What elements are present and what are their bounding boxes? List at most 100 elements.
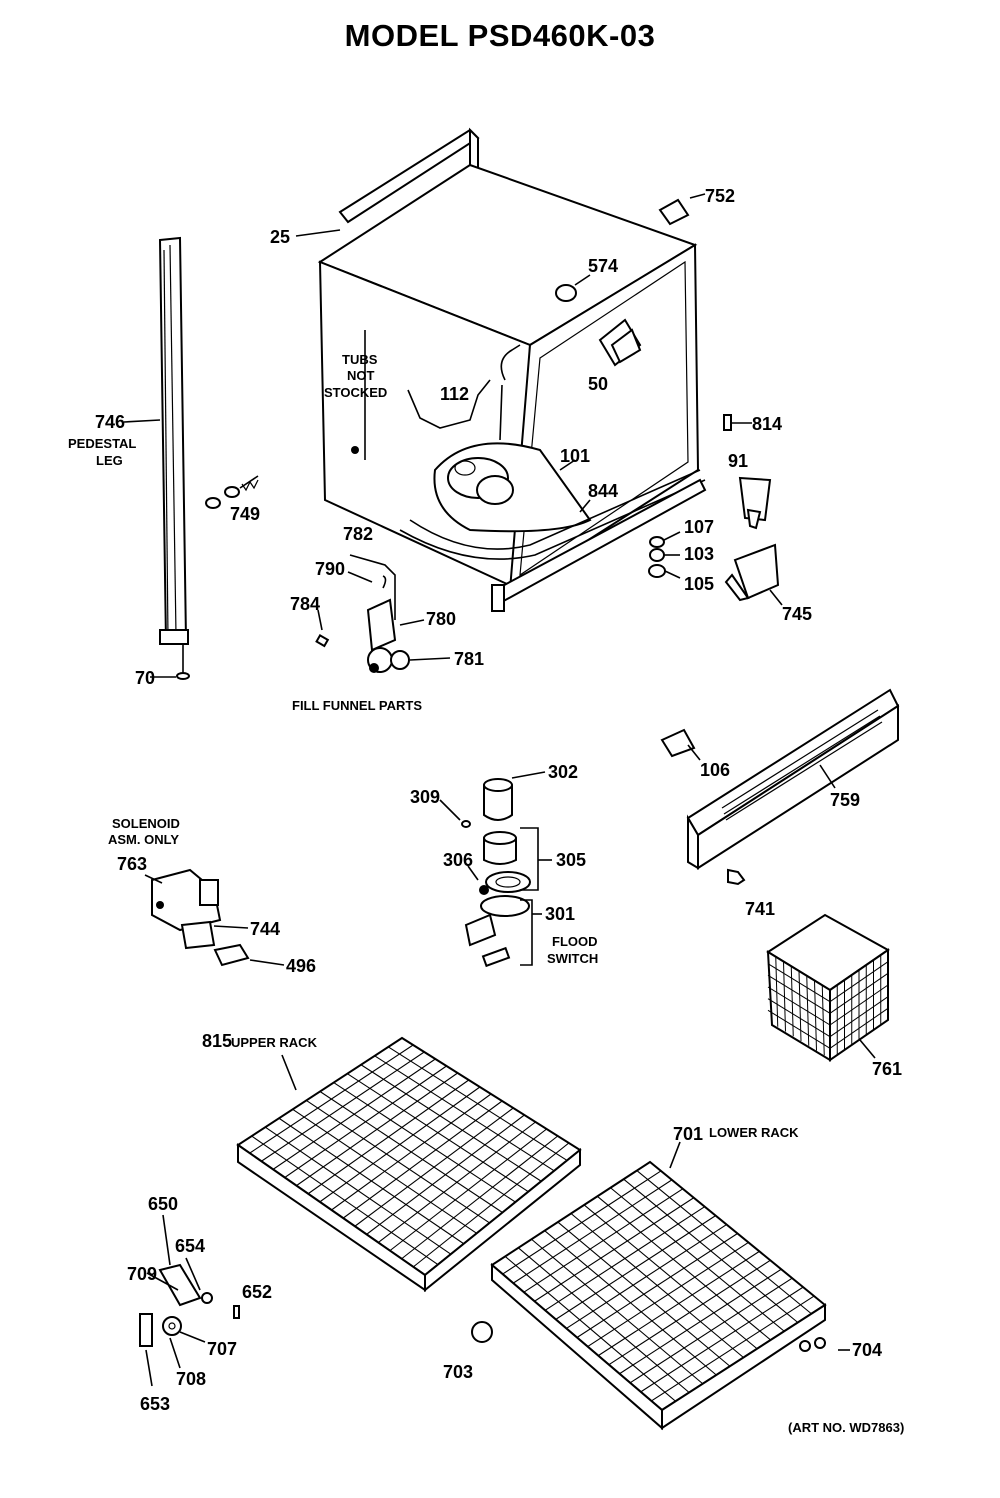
wire: [377, 1121, 536, 1243]
label-763: 763: [117, 854, 147, 874]
label-306: 306: [443, 850, 473, 870]
label-815: 815: [202, 1031, 232, 1051]
wire: [619, 1268, 782, 1375]
wire: [272, 1058, 436, 1170]
flood-caption-1: FLOOD: [552, 934, 598, 949]
wire: [576, 1233, 738, 1338]
label-707: 707: [207, 1339, 237, 1359]
pedestal-caption-1: PEDESTAL: [68, 436, 136, 451]
wire: [412, 1142, 570, 1268]
wire: [389, 1128, 547, 1252]
wire: [261, 1051, 425, 1162]
page-title: MODEL PSD460K-03: [344, 18, 656, 53]
wire: [534, 1197, 695, 1302]
wire: [331, 1093, 492, 1211]
label-745: 745: [782, 604, 812, 624]
wire: [608, 1259, 771, 1366]
wire: [249, 1044, 414, 1154]
wire: [366, 1114, 525, 1235]
wire: [319, 1086, 481, 1203]
wire: [767, 963, 831, 1003]
label-703: 703: [443, 1362, 473, 1382]
wire: [597, 1250, 760, 1357]
label-701: 701: [673, 1124, 703, 1144]
wire: [767, 986, 831, 1026]
label-752: 752: [705, 186, 735, 206]
label-496: 496: [286, 956, 316, 976]
label-650: 650: [148, 1194, 178, 1214]
wire: [523, 1188, 684, 1293]
label-309: 309: [410, 787, 440, 807]
upper-rack: [236, 1036, 582, 1293]
wire: [829, 972, 889, 1014]
label-709: 709: [127, 1264, 157, 1284]
wire: [829, 984, 889, 1026]
label-790: 790: [315, 559, 345, 579]
label-746: 746: [95, 412, 125, 432]
label-781: 781: [454, 649, 484, 669]
label-25: 25: [270, 227, 290, 247]
label-844: 844: [588, 481, 618, 501]
wire: [354, 1107, 514, 1227]
wire: [829, 961, 889, 1003]
flood-switch-group: [439, 771, 552, 968]
pedestal-leg: [123, 236, 259, 680]
wire: [307, 1079, 470, 1195]
wire: [829, 1007, 889, 1049]
label-761: 761: [872, 1059, 902, 1079]
lower-rack-caption: LOWER RACK: [709, 1125, 799, 1140]
wire: [401, 1135, 559, 1260]
label-91: 91: [728, 451, 748, 471]
solenoid-caption-1: SOLENOID: [112, 816, 180, 831]
solenoid-assembly: [144, 868, 285, 967]
wire: [555, 1215, 716, 1320]
captions: TUBS NOT STOCKED PEDESTAL LEG FILL FUNNE…: [68, 352, 904, 1435]
label-112: 112: [440, 384, 469, 404]
label-782: 782: [343, 524, 373, 544]
rail-assembly: [660, 688, 900, 886]
wire: [544, 1206, 705, 1311]
solenoid-caption-2: ASM. ONLY: [108, 832, 179, 847]
label-652: 652: [242, 1282, 272, 1302]
label-741: 741: [745, 899, 775, 919]
label-105: 105: [684, 574, 714, 594]
label-101: 101: [560, 446, 590, 466]
label-654: 654: [175, 1236, 205, 1256]
label-814: 814: [752, 414, 782, 434]
label-103: 103: [684, 544, 714, 564]
roller-parts: [139, 1214, 240, 1387]
label-784: 784: [290, 594, 320, 614]
label-744: 744: [250, 919, 280, 939]
right-bracket-parts: [648, 414, 783, 606]
wire: [502, 1170, 662, 1275]
wire: [629, 1277, 793, 1384]
wire: [767, 998, 831, 1038]
wire: [587, 1241, 749, 1348]
label-780: 780: [426, 609, 456, 629]
tubs-caption-1: TUBS: [342, 352, 378, 367]
label-301: 301: [545, 904, 575, 924]
wire: [284, 1065, 447, 1178]
label-70: 70: [135, 668, 155, 688]
label-302: 302: [548, 762, 578, 782]
tubs-caption-3: STOCKED: [324, 385, 387, 400]
label-704: 704: [852, 1340, 882, 1360]
tubs-caption-2: NOT: [347, 368, 375, 383]
wire: [296, 1072, 458, 1187]
pedestal-caption-2: LEG: [96, 453, 123, 468]
part-labels: 25 752 574 50 112 101 844 814 91 107 103…: [95, 186, 902, 1414]
fill-funnel-caption: FILL FUNNEL PARTS: [292, 698, 422, 713]
label-759: 759: [830, 790, 860, 810]
tub-assembly: [295, 127, 707, 612]
silverware-basket: [766, 913, 890, 1062]
wire: [342, 1100, 503, 1219]
wire: [829, 996, 889, 1038]
label-107: 107: [684, 517, 714, 537]
wire: [640, 1286, 804, 1393]
wire: [767, 974, 831, 1014]
wire: [566, 1224, 727, 1329]
label-708: 708: [176, 1369, 206, 1389]
label-653: 653: [140, 1394, 170, 1414]
upper-rack-caption: UPPER RACK: [231, 1035, 318, 1050]
